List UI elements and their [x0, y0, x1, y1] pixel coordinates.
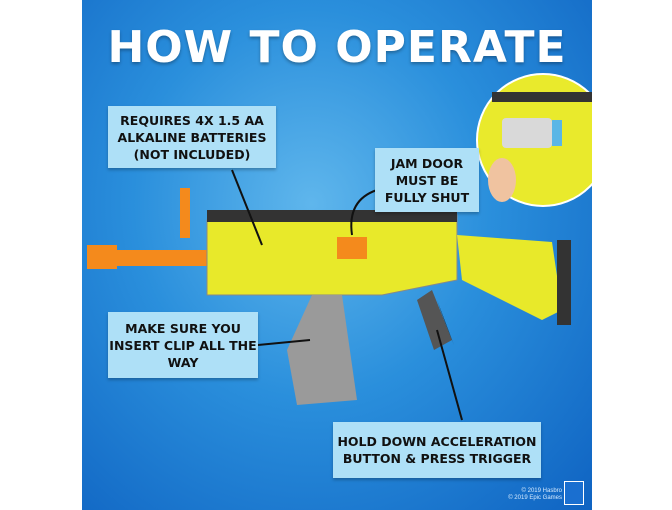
page-title: HOW TO OPERATE	[107, 22, 567, 73]
hasbro-logo	[564, 481, 584, 505]
infographic-panel: HOW TO OPERATE REQUIRES 4X 1.5 AA ALKALI…	[82, 0, 592, 510]
callout-jam-door: JAM DOOR MUST BE FULLY SHUT	[375, 148, 479, 212]
callout-batteries: REQUIRES 4X 1.5 AA ALKALINE BATTERIES (N…	[108, 106, 276, 168]
callout-trigger: HOLD DOWN ACCELERATION BUTTON & PRESS TR…	[333, 422, 541, 478]
pointer-arrows	[231, 169, 463, 421]
callout-clip: MAKE SURE YOU INSERT CLIP ALL THE WAY	[108, 312, 258, 378]
inset-circle	[476, 73, 592, 207]
blaster-illustration	[87, 73, 592, 421]
copyright-hasbro: © 2019 Hasbro	[521, 488, 562, 494]
blaster	[87, 188, 571, 405]
copyright: © 2019 Hasbro © 2019 Epic Games	[508, 488, 562, 502]
copyright-epic: © 2019 Epic Games	[508, 495, 562, 501]
